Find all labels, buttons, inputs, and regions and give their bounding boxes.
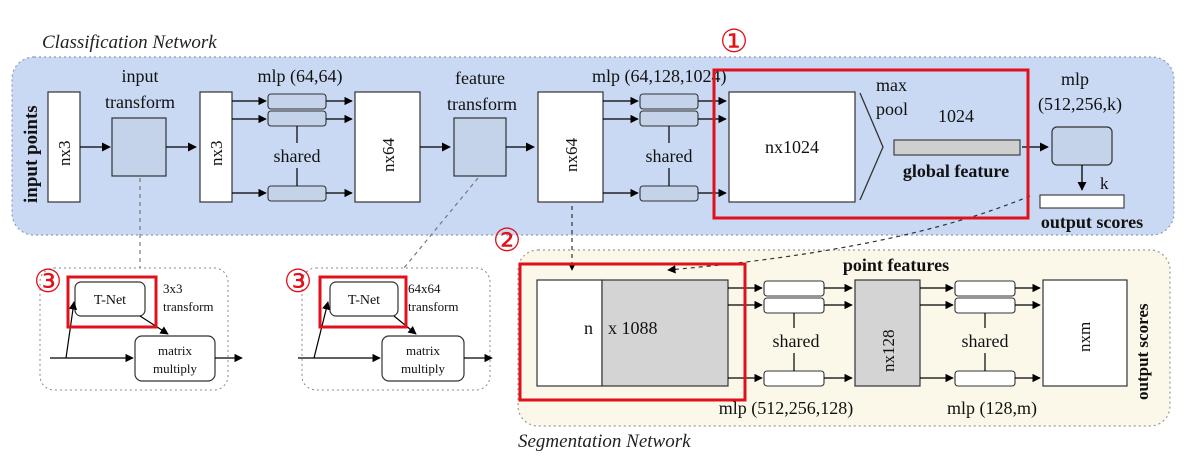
seg-mlp1-unit-2 (763, 297, 825, 314)
nx3-transformed-label: nx3 (207, 141, 226, 167)
seg-mlp1-shared-label: shared (773, 331, 820, 351)
x1088-label: x 1088 (608, 318, 658, 338)
n-x-1088-box-gray (601, 279, 729, 387)
mlp2-unit-3 (639, 185, 699, 202)
mlp-cls-label-2: (512,256,k) (1038, 94, 1122, 115)
n-x-1088-box-white (536, 279, 603, 387)
k-label: k (1100, 174, 1109, 193)
n-label: n (584, 318, 593, 338)
matrix-label-feature-2: multiply (401, 361, 446, 376)
matrix-label-input-2: multiply (153, 361, 198, 376)
nx128-label: nx128 (879, 330, 898, 373)
mlp2-unit-1 (639, 93, 699, 110)
marker-2: ② (493, 222, 522, 258)
highlight-box-3b (318, 275, 408, 329)
tnet-box-input (74, 281, 146, 317)
marker-3a: ③ (34, 263, 63, 299)
output-scores-seg-label: output scores (1133, 303, 1152, 400)
marker-1: ① (720, 23, 749, 59)
mlp1-unit-2 (267, 110, 327, 127)
mlp-cls-label-1: mlp (1061, 69, 1089, 89)
nx1024-box (728, 91, 856, 203)
feature-transform-label-1: feature (455, 68, 505, 88)
mlp2-unit-2 (639, 110, 699, 127)
nxm-label: nxm (1075, 322, 1094, 352)
feature-transform-box (453, 117, 507, 177)
matrix-label-feature-1: matrix (406, 343, 440, 358)
mlp2-shared-label: shared (646, 146, 693, 166)
global-feature-label: global feature (903, 161, 1009, 181)
max-pool-label-2: pool (876, 99, 908, 119)
seg-mlp2-unit-1 (954, 280, 1016, 297)
tnet-64x64-label-2: transform (408, 299, 459, 314)
seg-mlp2-unit-3 (954, 370, 1016, 387)
nx3-transformed-box (199, 91, 233, 203)
highlight-box-3a (66, 275, 158, 329)
nx64-label-1: nx64 (379, 138, 398, 173)
nx128-box (854, 279, 921, 387)
global-feature-bar (893, 139, 1021, 156)
output-scores-bar (1039, 194, 1125, 209)
mlp1-shared-label: shared (274, 146, 321, 166)
nx3-input-label: nx3 (55, 141, 74, 167)
mlp-128-m-label: mlp (128,m) (947, 398, 1037, 419)
nx3-input-box (47, 91, 81, 203)
seg-mlp1-unit-3 (763, 370, 825, 387)
mlp-64-64-label: mlp (64,64) (258, 66, 343, 87)
tnet-3x3-label-2: transform (163, 299, 214, 314)
input-points-label: input points (21, 105, 42, 203)
tnet-label-feature: T-Net (348, 293, 380, 308)
classification-title: Classification Network (42, 32, 217, 53)
feature-transform-label-2: transform (447, 94, 517, 114)
nxm-box (1042, 279, 1128, 387)
marker-3b: ③ (284, 263, 313, 299)
segmentation-title: Segmentation Network (518, 431, 691, 452)
nx64-label-2: nx64 (562, 138, 581, 173)
max-pool-label-1: max (876, 75, 907, 95)
input-transform-label-2: transform (105, 92, 175, 112)
matrix-label-input-1: matrix (158, 343, 192, 358)
tnet-box-feature (329, 281, 399, 317)
nx64-box-2 (537, 91, 604, 203)
nx64-box-1 (354, 91, 421, 203)
tnet-64x64-label-1: 64x64 (408, 281, 441, 296)
seg-mlp2-shared-label: shared (962, 331, 1009, 351)
mlp-512-256-128-label: mlp (512,256,128) (719, 398, 854, 419)
point-features-label: point features (843, 255, 949, 275)
highlight-box-2 (518, 262, 747, 402)
highlight-box-1 (712, 68, 1030, 220)
seg-mlp2-unit-2 (954, 297, 1016, 314)
global-feature-dim: 1024 (938, 106, 974, 126)
seg-mlp1-unit-1 (763, 280, 825, 297)
output-scores-cls-label: output scores (1041, 212, 1143, 232)
nx1024-label: nx1024 (765, 137, 819, 157)
max-pool-shape (859, 92, 884, 201)
mlp1-unit-3 (267, 185, 327, 202)
mlp-64-128-1024-label: mlp (64,128,1024) (592, 66, 727, 87)
input-transform-box (111, 117, 167, 177)
input-transform-label-1: input (121, 66, 158, 86)
tnet-3x3-label-1: 3x3 (163, 281, 183, 296)
mlp1-unit-1 (267, 93, 327, 110)
tnet-label-input: T-Net (94, 293, 126, 308)
mlp-cls-box (1051, 126, 1113, 166)
